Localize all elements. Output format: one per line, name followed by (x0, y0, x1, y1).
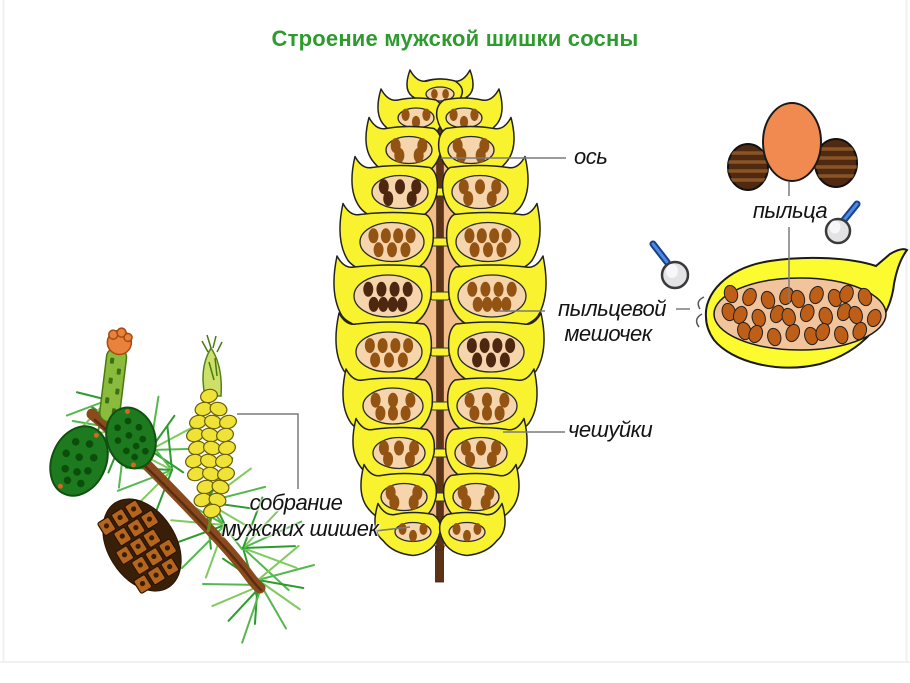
label-pollen-sac-2: мешочек (564, 321, 652, 346)
page-title: Строение мужской шишки сосны (271, 26, 639, 51)
young-female-cone (105, 406, 157, 470)
mature-cone (97, 498, 182, 594)
cone-scale-row (365, 116, 515, 179)
shoot-orange-tip (106, 327, 133, 356)
catkin-scales (185, 388, 237, 519)
label-axis: ось (574, 144, 608, 169)
cone-scale-row (351, 155, 529, 224)
cone-scale-row (342, 368, 538, 439)
pollen-body (762, 102, 822, 182)
label-cluster-1: собрание (249, 490, 343, 515)
pollen-sac (704, 248, 909, 369)
leader-lines (237, 157, 790, 532)
label-scales: чешуйки (568, 417, 653, 442)
pine-branch-illustration (49, 327, 316, 644)
air-sac-right (814, 138, 858, 188)
label-pollen-sac-1: пыльцевой (557, 296, 667, 321)
cone-scale-row (335, 312, 545, 387)
leader-cluster (237, 413, 299, 489)
leader-cluster-2 (374, 526, 411, 532)
cone-scale-row (333, 255, 547, 332)
cone-stalk (435, 545, 444, 583)
cone-scale-row (374, 502, 506, 557)
slide-frame (0, 0, 910, 663)
label-cluster-2: мужских шишек (221, 516, 379, 541)
cone-scale-row (339, 202, 541, 277)
pollen-grains (721, 284, 882, 347)
young-female-cone (49, 425, 109, 497)
pollen-grain (727, 102, 858, 191)
young-female-cones (49, 406, 157, 497)
air-sac-left (727, 143, 769, 191)
young-shoot (98, 327, 133, 423)
magnifier-icon[interactable] (649, 240, 690, 290)
cone-scales (333, 69, 547, 557)
male-cone-section (333, 69, 547, 583)
leader-squiggles (695, 296, 705, 328)
male-cones-cluster (185, 334, 237, 533)
label-pollen: пыльца (752, 198, 828, 223)
cone-scale-row (352, 417, 528, 484)
magnifier-icon[interactable] (824, 200, 861, 245)
